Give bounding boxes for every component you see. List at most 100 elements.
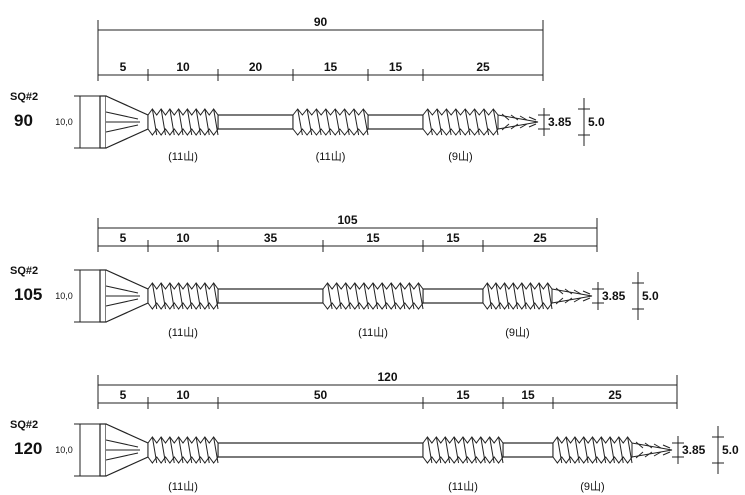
drive-type-label: SQ#2 bbox=[10, 419, 38, 431]
tip-barb bbox=[662, 444, 671, 449]
upper-thread-helix bbox=[151, 108, 158, 136]
tip-barb bbox=[644, 442, 653, 449]
middle-thread-helix bbox=[363, 282, 369, 310]
tip-barb bbox=[510, 123, 519, 130]
tip-thread-helix bbox=[495, 282, 501, 310]
middle-thread-helix bbox=[372, 282, 379, 310]
segment-label: 15 bbox=[366, 231, 380, 245]
tip-thread bbox=[552, 436, 633, 464]
core-diameter-label: 3.85 bbox=[602, 289, 626, 303]
segment-label: 10 bbox=[176, 60, 190, 74]
tip-barb bbox=[528, 123, 537, 128]
tip-thread-helix bbox=[529, 282, 536, 310]
drive-recess-line bbox=[105, 285, 139, 294]
tip-barb bbox=[582, 290, 591, 295]
tip-thread-helix bbox=[565, 436, 572, 464]
outer-diameter-label: 5.0 bbox=[588, 115, 605, 129]
tip-thread-helix bbox=[583, 436, 589, 464]
segment-label: 5 bbox=[120, 388, 127, 402]
thread-count-label: (11山) bbox=[358, 326, 388, 339]
upper-thread-helix bbox=[151, 436, 158, 464]
screw-head-flange bbox=[99, 95, 107, 149]
tip-barb bbox=[653, 443, 662, 449]
middle-thread-helix bbox=[480, 436, 486, 464]
tip-thread-helix bbox=[538, 282, 544, 310]
upper-thread-helix bbox=[204, 282, 210, 310]
tip-barb bbox=[555, 287, 564, 295]
screw-size-label: 120 bbox=[14, 439, 42, 458]
tip-thread-helix bbox=[512, 282, 518, 310]
middle-thread bbox=[322, 282, 424, 310]
upper-thread bbox=[147, 436, 219, 464]
thread-count-label: (9山) bbox=[580, 480, 604, 493]
middle-thread-helix bbox=[435, 436, 442, 464]
segment-label: 25 bbox=[533, 231, 547, 245]
drive-recess-line bbox=[105, 452, 139, 461]
tip-thread-helix bbox=[474, 108, 480, 136]
drive-recess-line bbox=[105, 124, 139, 133]
screw-head-flange bbox=[99, 423, 107, 477]
tip-thread-helix bbox=[436, 108, 443, 136]
thread-count-label: (11山) bbox=[168, 480, 198, 493]
upper-thread-helix bbox=[195, 282, 201, 310]
segment-label: 10 bbox=[176, 231, 190, 245]
tip-barb bbox=[528, 116, 537, 121]
thread-count-label: (11山) bbox=[448, 480, 478, 493]
core-diameter-label: 3.85 bbox=[682, 443, 706, 457]
upper-thread-helix bbox=[169, 108, 175, 136]
shank-unthreaded bbox=[502, 442, 554, 458]
middle-thread-helix bbox=[462, 436, 468, 464]
middle-thread-helix bbox=[399, 282, 406, 310]
head-dim-label: 10,0 bbox=[55, 291, 73, 301]
upper-thread-helix bbox=[213, 108, 219, 136]
thread-count-label: (11山) bbox=[168, 326, 198, 339]
middle-thread-helix bbox=[362, 108, 369, 136]
upper-thread-helix bbox=[186, 108, 193, 136]
screw-size-label: 90 bbox=[14, 111, 33, 130]
thread-count-label: (11山) bbox=[168, 150, 198, 163]
thread-count-label: (9山) bbox=[505, 326, 529, 339]
core-diameter-label: 3.85 bbox=[548, 115, 572, 129]
tip-barb bbox=[501, 123, 510, 131]
segment-label: 5 bbox=[120, 231, 127, 245]
upper-thread-helix bbox=[178, 436, 184, 464]
tip-barb bbox=[519, 123, 528, 129]
shank-unthreaded bbox=[217, 442, 424, 458]
tip-barb bbox=[573, 297, 582, 303]
segment-label: 20 bbox=[249, 60, 263, 74]
tip-thread-helix bbox=[618, 436, 624, 464]
shank-unthreaded bbox=[367, 114, 424, 130]
tip-barb bbox=[635, 451, 644, 459]
head-dim-label: 10,0 bbox=[55, 445, 73, 455]
middle-thread-helix bbox=[334, 108, 341, 136]
upper-thread-helix bbox=[213, 282, 219, 310]
middle-thread-helix bbox=[325, 108, 331, 136]
middle-thread-helix bbox=[417, 282, 424, 310]
segment-label: 15 bbox=[324, 60, 338, 74]
shank-unthreaded bbox=[422, 288, 484, 304]
segment-label: 15 bbox=[456, 388, 470, 402]
tip-thread-helix bbox=[547, 282, 553, 310]
middle-thread-helix bbox=[498, 436, 504, 464]
tip-thread-helix bbox=[455, 108, 461, 136]
middle-thread-helix bbox=[408, 282, 415, 310]
middle-thread-helix bbox=[315, 108, 322, 136]
drive-recess-line bbox=[105, 298, 139, 307]
upper-thread bbox=[147, 108, 219, 136]
tip-thread-helix bbox=[592, 436, 598, 464]
upper-thread-helix bbox=[195, 108, 201, 136]
tip-barb bbox=[555, 297, 564, 305]
middle-thread-helix bbox=[353, 108, 360, 136]
segment-label: 25 bbox=[476, 60, 490, 74]
tip-thread-helix bbox=[483, 108, 490, 136]
tip-barb bbox=[644, 451, 653, 458]
drive-type-label: SQ#2 bbox=[10, 265, 38, 277]
middle-thread-helix bbox=[297, 108, 303, 136]
tip-thread-helix bbox=[486, 282, 493, 310]
tip-thread-helix bbox=[492, 108, 499, 136]
drive-type-label: SQ#2 bbox=[10, 91, 38, 103]
tip-barb bbox=[653, 451, 662, 457]
middle-thread-helix bbox=[453, 436, 460, 464]
middle-thread-helix bbox=[444, 436, 451, 464]
segment-label: 35 bbox=[264, 231, 278, 245]
